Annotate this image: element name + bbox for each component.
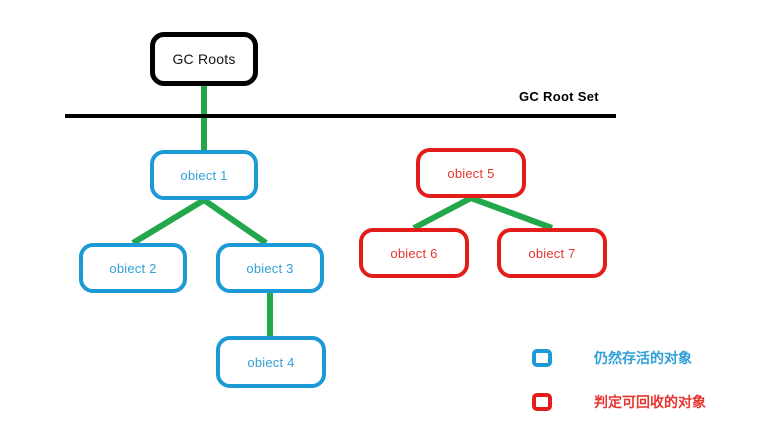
node-object-4[interactable]: obiect 4 bbox=[216, 336, 326, 388]
legend-item-dead: 判定可回收的对象 bbox=[532, 388, 706, 416]
legend-item-live: 仍然存活的对象 bbox=[532, 344, 706, 372]
node-object-7-label: obiect 7 bbox=[528, 245, 576, 261]
edge-object-5-object-7 bbox=[469, 195, 554, 231]
node-object-6[interactable]: obiect 6 bbox=[359, 228, 469, 278]
gc-root-set-divider bbox=[65, 114, 616, 118]
node-object-7[interactable]: obiect 7 bbox=[497, 228, 607, 278]
node-object-5[interactable]: obiect 5 bbox=[416, 148, 526, 198]
node-object-6-label: obiect 6 bbox=[390, 245, 438, 261]
legend: 仍然存活的对象 判定可回收的对象 bbox=[532, 344, 706, 432]
node-object-3[interactable]: obiect 3 bbox=[216, 243, 324, 293]
edge-object-1-object-2 bbox=[131, 197, 206, 246]
node-object-1-label: obiect 1 bbox=[180, 167, 228, 183]
node-object-2-label: obiect 2 bbox=[109, 260, 157, 276]
node-object-1[interactable]: obiect 1 bbox=[150, 150, 258, 200]
node-object-5-label: obiect 5 bbox=[447, 165, 495, 181]
gc-root-set-label: GC Root Set bbox=[519, 89, 599, 104]
edge-object-1-object-3 bbox=[202, 197, 268, 246]
node-object-4-label: obiect 4 bbox=[247, 354, 295, 370]
node-object-2[interactable]: obiect 2 bbox=[79, 243, 187, 293]
legend-item-live-label: 仍然存活的对象 bbox=[594, 351, 692, 367]
edge-object-5-object-6 bbox=[412, 195, 473, 231]
node-gc-roots-label: GC Roots bbox=[172, 51, 236, 67]
node-gc-roots[interactable]: GC Roots bbox=[150, 32, 258, 86]
live-swatch-icon bbox=[532, 349, 552, 367]
legend-item-dead-label: 判定可回收的对象 bbox=[594, 395, 706, 411]
dead-swatch-icon bbox=[532, 393, 552, 411]
node-object-3-label: obiect 3 bbox=[246, 260, 294, 276]
